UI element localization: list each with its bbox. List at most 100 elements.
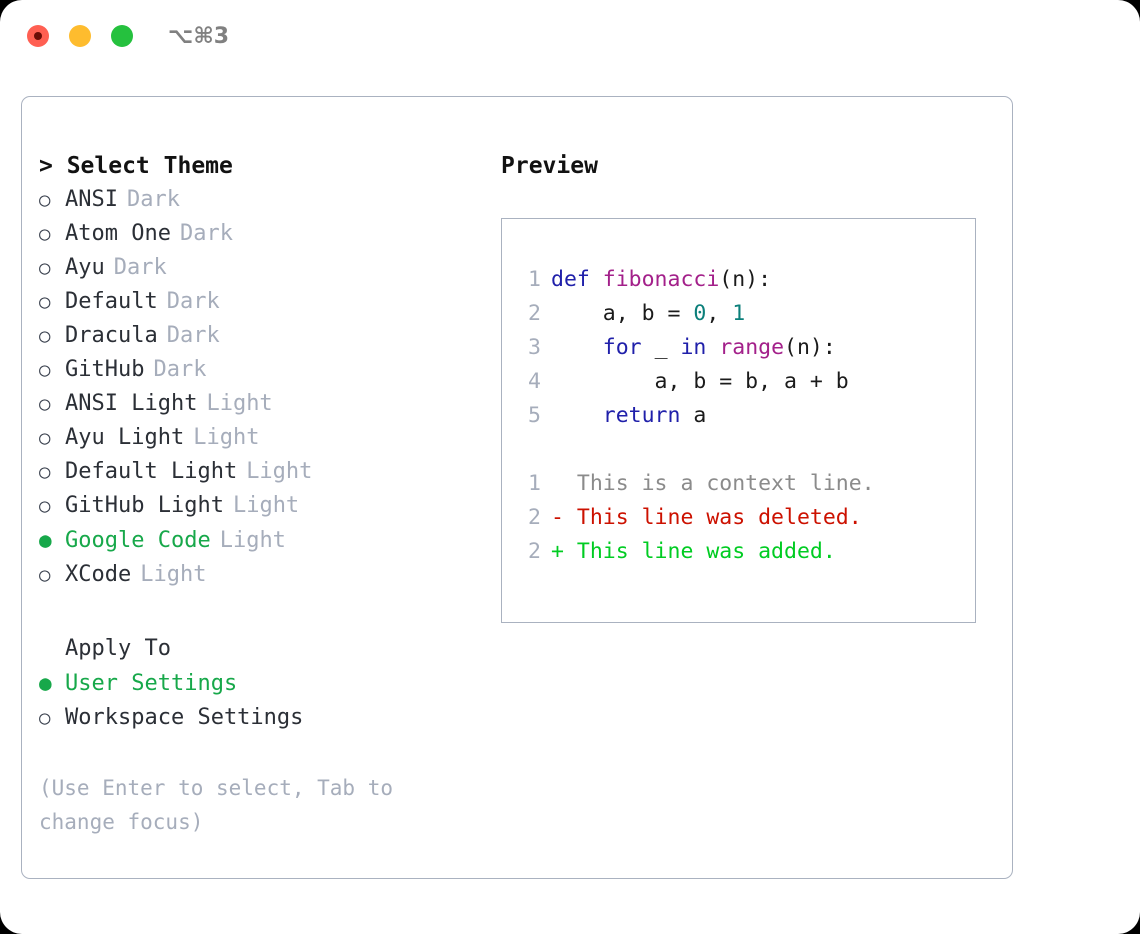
theme-item[interactable]: ○ Ayu Light Light — [39, 421, 489, 455]
preview-title: Preview — [501, 153, 598, 179]
radio-unselected-icon: ○ — [39, 189, 51, 211]
theme-item-name: GitHub Light — [65, 493, 224, 518]
radio-unselected-icon: ○ — [39, 223, 51, 245]
apply-to-item-label: User Settings — [65, 671, 238, 696]
line-content: for _ in range(n): — [551, 331, 836, 365]
line-number: 5 — [528, 403, 541, 428]
radio-unselected-icon: ○ — [39, 291, 51, 313]
radio-unselected-icon: ○ — [39, 257, 51, 279]
theme-item-kind: Dark — [126, 187, 180, 212]
line-content: a, b = b, a + b — [551, 365, 849, 399]
theme-item-kind: Dark — [113, 255, 167, 280]
theme-item[interactable]: ● Google Code Light — [39, 523, 489, 558]
minimize-button[interactable] — [69, 25, 91, 47]
close-button[interactable] — [27, 25, 49, 47]
line-number: 1 — [528, 471, 541, 496]
radio-unselected-icon: ○ — [39, 359, 51, 381]
theme-item-name: Dracula — [65, 323, 158, 348]
apply-to-header: Apply To — [65, 636, 171, 661]
theme-item-name: Default — [65, 289, 158, 314]
theme-item[interactable]: ○ Default Dark — [39, 285, 489, 319]
code-line: 5 return a — [519, 399, 975, 433]
theme-item-kind: Dark — [179, 221, 233, 246]
token-pl: a — [680, 403, 707, 428]
token-add: + This line was added. — [551, 539, 836, 564]
theme-item-kind: Light — [206, 391, 273, 416]
radio-selected-icon: ● — [39, 528, 52, 552]
radio-unselected-icon: ○ — [39, 325, 51, 347]
theme-item-name: Google Code — [65, 528, 211, 553]
code-line: 3 for _ in range(n): — [519, 331, 975, 365]
token-fn: fibonacci — [602, 267, 720, 292]
theme-item-kind: Dark — [166, 289, 220, 314]
apply-to-list[interactable]: ●User Settings○Workspace Settings — [39, 666, 489, 735]
theme-item-kind: Light — [246, 459, 313, 484]
title-bar: ⌥⌘3 — [0, 0, 1140, 78]
code-line: 4 a, b = b, a + b — [519, 365, 975, 399]
traffic-lights — [27, 25, 133, 47]
radio-unselected-icon: ○ — [39, 461, 51, 483]
diff-line: 1 This is a context line. — [519, 467, 975, 501]
theme-item[interactable]: ○ GitHub Dark — [39, 353, 489, 387]
token-pl: , — [706, 301, 733, 326]
zoom-button[interactable] — [111, 25, 133, 47]
token-kw: return — [602, 403, 681, 428]
radio-unselected-icon: ○ — [39, 393, 51, 415]
theme-item-kind: Light — [193, 425, 260, 450]
theme-item-kind: Light — [219, 528, 286, 553]
token-pl: (n): — [784, 335, 836, 360]
theme-item[interactable]: ○ Default Light Light — [39, 455, 489, 489]
theme-item-kind: Dark — [153, 357, 207, 382]
theme-item-kind: Dark — [166, 323, 220, 348]
token-pl — [551, 335, 603, 360]
line-number: 2 — [528, 301, 541, 326]
token-num: 1 — [732, 301, 746, 326]
token-pl: a, b = b, a + b — [551, 369, 849, 394]
theme-item-name: Ayu Light — [65, 425, 185, 450]
token-pl — [706, 335, 719, 360]
token-num: 0 — [693, 301, 707, 326]
token-kw: in — [680, 335, 707, 360]
line-content: def fibonacci(n): — [551, 263, 771, 297]
theme-item[interactable]: ○ Ayu Dark — [39, 251, 489, 285]
theme-item-name: Default Light — [65, 459, 238, 484]
select-theme-header: > Select Theme — [39, 153, 233, 179]
line-number: 1 — [528, 267, 541, 292]
token-pl — [551, 403, 603, 428]
apply-to-item-label: Workspace Settings — [65, 705, 304, 730]
keyboard-hint-text: (Use Enter to select, Tab to change focu… — [39, 776, 394, 834]
line-content: + This line was added. — [551, 535, 836, 569]
line-number: 2 — [528, 539, 541, 564]
diff-line: 2 + This line was added. — [519, 535, 975, 569]
theme-item-kind: Light — [140, 562, 207, 587]
radio-unselected-icon: ○ — [39, 427, 51, 449]
code-diff-spacer — [519, 433, 975, 467]
apply-to-item[interactable]: ○Workspace Settings — [39, 701, 489, 735]
line-number: 2 — [528, 505, 541, 530]
apply-to-item[interactable]: ●User Settings — [39, 666, 489, 701]
line-content: return a — [551, 399, 707, 433]
token-del: - This line was deleted. — [551, 505, 862, 530]
token-ctx: This is a context line. — [551, 471, 875, 496]
token-kw: def — [551, 267, 603, 292]
token-pl: (n): — [719, 267, 772, 292]
token-fn: range — [719, 335, 785, 360]
theme-item-name: Ayu — [65, 255, 105, 280]
diff-sample: 1 This is a context line. 2 - This line wa… — [519, 467, 975, 569]
theme-item[interactable]: ○ Dracula Dark — [39, 319, 489, 353]
code-line: 1 def fibonacci(n): — [519, 263, 975, 297]
line-content: This is a context line. — [551, 467, 875, 501]
theme-item-name: GitHub — [65, 357, 145, 382]
theme-item-kind: Light — [232, 493, 300, 518]
theme-item-name: XCode — [65, 562, 132, 587]
token-kw: for — [602, 335, 642, 360]
